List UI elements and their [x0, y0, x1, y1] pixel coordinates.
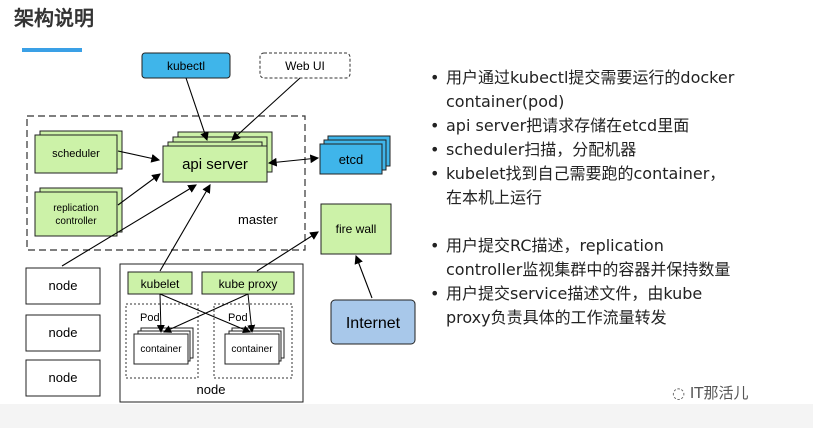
bullet-text: api server把请求存储在etcd里面 [446, 114, 689, 138]
master-label: master [238, 212, 278, 227]
web-ui-label: Web UI [285, 59, 325, 73]
bullet-text: kubelet找到自己需要跑的container， 在本机上运行 [446, 162, 725, 210]
master-boundary [26, 115, 306, 251]
web-ui-box [259, 52, 351, 79]
replication-label-line1: replication [53, 203, 99, 214]
scheduler-label: scheduler [52, 148, 100, 160]
bullet-item: • 用户提交RC描述，replication controller监视集群中的容器并… [430, 234, 800, 282]
bullet-line: 在本机上运行 [446, 188, 543, 207]
line-kubeproxy-container2 [247, 293, 256, 333]
arrow-webui-api [231, 77, 301, 141]
bullet-text: 用户提交service描述文件，由kube proxy负责具体的工作流量转发 [446, 282, 702, 330]
container-label-2: container [231, 344, 273, 355]
watermark: ◌ IT那活儿 [672, 382, 748, 403]
watermark-text: IT那活儿 [689, 384, 749, 402]
internet-box [330, 299, 416, 345]
bullet-dot: • [430, 116, 440, 135]
replication-label-line2: controller [55, 216, 97, 227]
node-box-3 [25, 359, 101, 397]
bullet-text: scheduler扫描，分配机器 [446, 138, 636, 162]
bullet-dot: • [430, 68, 440, 87]
container-box-1 [133, 333, 189, 365]
container-label-1: container [140, 344, 182, 355]
arrow-kubeproxy-firewall [256, 231, 319, 272]
node-label-1: node [49, 278, 78, 293]
bullet-line: 用户提交service描述文件，由kube [446, 284, 703, 303]
node-label-2: node [49, 325, 78, 340]
arrow-api-etcd [267, 154, 320, 167]
title-underline [22, 48, 82, 52]
etcd-label: etcd [339, 152, 364, 167]
replication-controller-box [34, 191, 118, 237]
line-kubeproxy-container1 [163, 293, 249, 333]
arrow-internet-firewall [354, 254, 373, 299]
wechat-icon: ◌ [672, 384, 690, 402]
bullet-item: • scheduler扫描，分配机器 [430, 138, 800, 162]
kube-proxy-label: kube proxy [219, 277, 278, 291]
bullet-dot: • [430, 140, 440, 159]
bullet-text: 用户提交RC描述，replication controller监视集群中的容器并保… [446, 234, 730, 282]
api-server-box [162, 145, 268, 183]
architecture-diagram: master kubectl Web UI api server schedul… [25, 52, 416, 403]
bullet-line: 用户提交RC描述，replication [446, 236, 664, 255]
bullet-dot: • [430, 284, 440, 303]
pod-box-1 [125, 303, 199, 379]
bullet-text: 用户通过kubectl提交需要运行的docker container(pod) [446, 66, 734, 114]
arrow-replication-api [117, 173, 161, 206]
bullet-dot: • [430, 164, 440, 183]
bullet-dot: • [430, 236, 440, 255]
node-box-1 [25, 267, 101, 305]
bullet-line: controller监视集群中的容器并保持数量 [446, 260, 731, 279]
kubelet-label: kubelet [141, 277, 180, 291]
arrow-scheduler-api [117, 150, 161, 163]
node-label-3: node [49, 370, 78, 385]
pod-label-2: Pod [228, 312, 248, 324]
bullet-line: 用户通过kubectl提交需要运行的docker [446, 68, 735, 87]
bullet-line: api server把请求存储在etcd里面 [446, 116, 690, 135]
kubectl-label: kubectl [167, 59, 205, 73]
bullet-item: • 用户通过kubectl提交需要运行的docker container(pod) [430, 66, 800, 114]
internet-label: Internet [346, 315, 401, 332]
etcd-box [319, 143, 383, 175]
bottom-bar [0, 404, 813, 428]
container-box-2 [224, 333, 280, 365]
page-title: 架构说明 [14, 6, 94, 30]
node-box-2 [25, 314, 101, 352]
line-kubelet-container1 [156, 293, 165, 333]
bullet-line: scheduler扫描，分配机器 [446, 140, 637, 159]
pod-label-1: Pod [140, 312, 160, 324]
bullet-line: container(pod) [446, 92, 565, 111]
bullet-gap [430, 210, 800, 234]
arrow-kubectl-api [185, 77, 209, 142]
bullet-line: kubelet找到自己需要跑的container， [446, 164, 726, 183]
scheduler-box [34, 134, 118, 174]
fire-wall-label: fire wall [336, 222, 377, 236]
node-detail-label: node [197, 382, 226, 397]
api-server-label: api server [182, 156, 248, 173]
arrow-node-api [61, 184, 197, 267]
bullet-line: proxy负责具体的工作流量转发 [446, 308, 667, 327]
bullet-item: • 用户提交service描述文件，由kube proxy负责具体的工作流量转发 [430, 282, 800, 330]
bullet-item: • api server把请求存储在etcd里面 [430, 114, 800, 138]
bullet-item: • kubelet找到自己需要跑的container， 在本机上运行 [430, 162, 800, 210]
arrow-kubelet-api [159, 184, 211, 272]
fire-wall-box [320, 203, 392, 255]
